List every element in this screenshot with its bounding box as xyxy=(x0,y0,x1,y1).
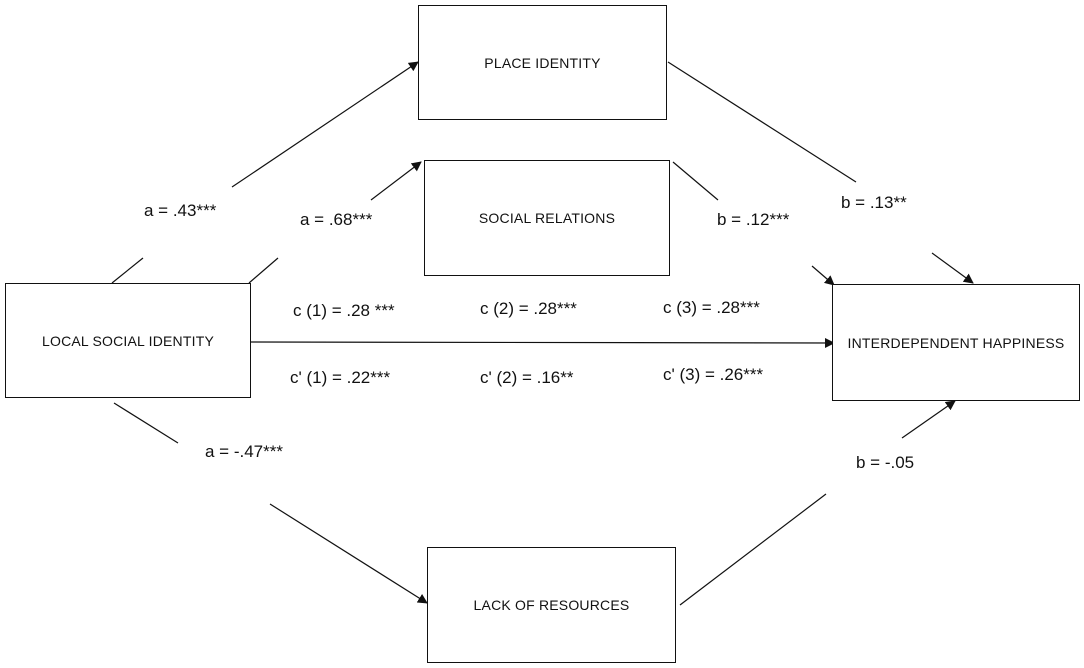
path-b-lack-upper xyxy=(901,400,956,439)
coef-a-social: a = .68*** xyxy=(300,210,373,229)
coef-b-lack: b = -.05 xyxy=(856,453,915,472)
path-b-social-upper xyxy=(672,161,719,201)
interdependent-happiness-box: INTERDEPENDENT HAPPINESS xyxy=(832,284,1080,401)
social-relations-box: SOCIAL RELATIONS xyxy=(424,160,670,276)
path-b-social-lower xyxy=(811,265,835,286)
path-a-place-upper xyxy=(231,61,419,188)
coef-a-place: a = .43*** xyxy=(144,201,217,220)
coef-b-social: b = .12*** xyxy=(717,210,790,229)
social-relations-label: SOCIAL RELATIONS xyxy=(478,210,616,226)
coef-c1: c (1) = .28 *** xyxy=(293,301,395,320)
path-a-lack-upper xyxy=(113,402,179,444)
coef-c3: c (3) = .28*** xyxy=(663,298,760,317)
interdependent-happiness-label: INTERDEPENDENT HAPPINESS xyxy=(847,334,1065,351)
coef-b-place: b = .13** xyxy=(841,193,907,212)
local-social-identity-box: LOCAL SOCIAL IDENTITY xyxy=(5,283,251,398)
local-social-identity-label: LOCAL SOCIAL IDENTITY xyxy=(42,332,214,349)
coef-c-prime1: c' (1) = .22*** xyxy=(290,368,391,387)
place-identity-box: PLACE IDENTITY xyxy=(418,5,667,120)
path-b-lack-lower xyxy=(679,493,827,606)
coef-c-prime3: c' (3) = .26*** xyxy=(663,365,764,384)
place-identity-label: PLACE IDENTITY xyxy=(484,54,601,71)
path-a-social-upper xyxy=(370,161,422,201)
coef-c-prime2: c' (2) = .16** xyxy=(480,368,574,387)
path-a-lack-lower xyxy=(269,503,428,604)
lack-of-resources-box: LACK OF RESOURCES xyxy=(427,547,676,663)
lack-of-resources-label: LACK OF RESOURCES xyxy=(473,597,630,613)
path-c-direct xyxy=(250,337,835,348)
path-a-place-lower xyxy=(111,257,144,284)
path-a-social-lower xyxy=(248,257,279,284)
path-b-place-upper xyxy=(667,61,857,183)
path-b-place-lower xyxy=(931,252,974,284)
coef-a-lack: a = -.47*** xyxy=(205,442,283,461)
coef-c2: c (2) = .28*** xyxy=(480,299,577,318)
